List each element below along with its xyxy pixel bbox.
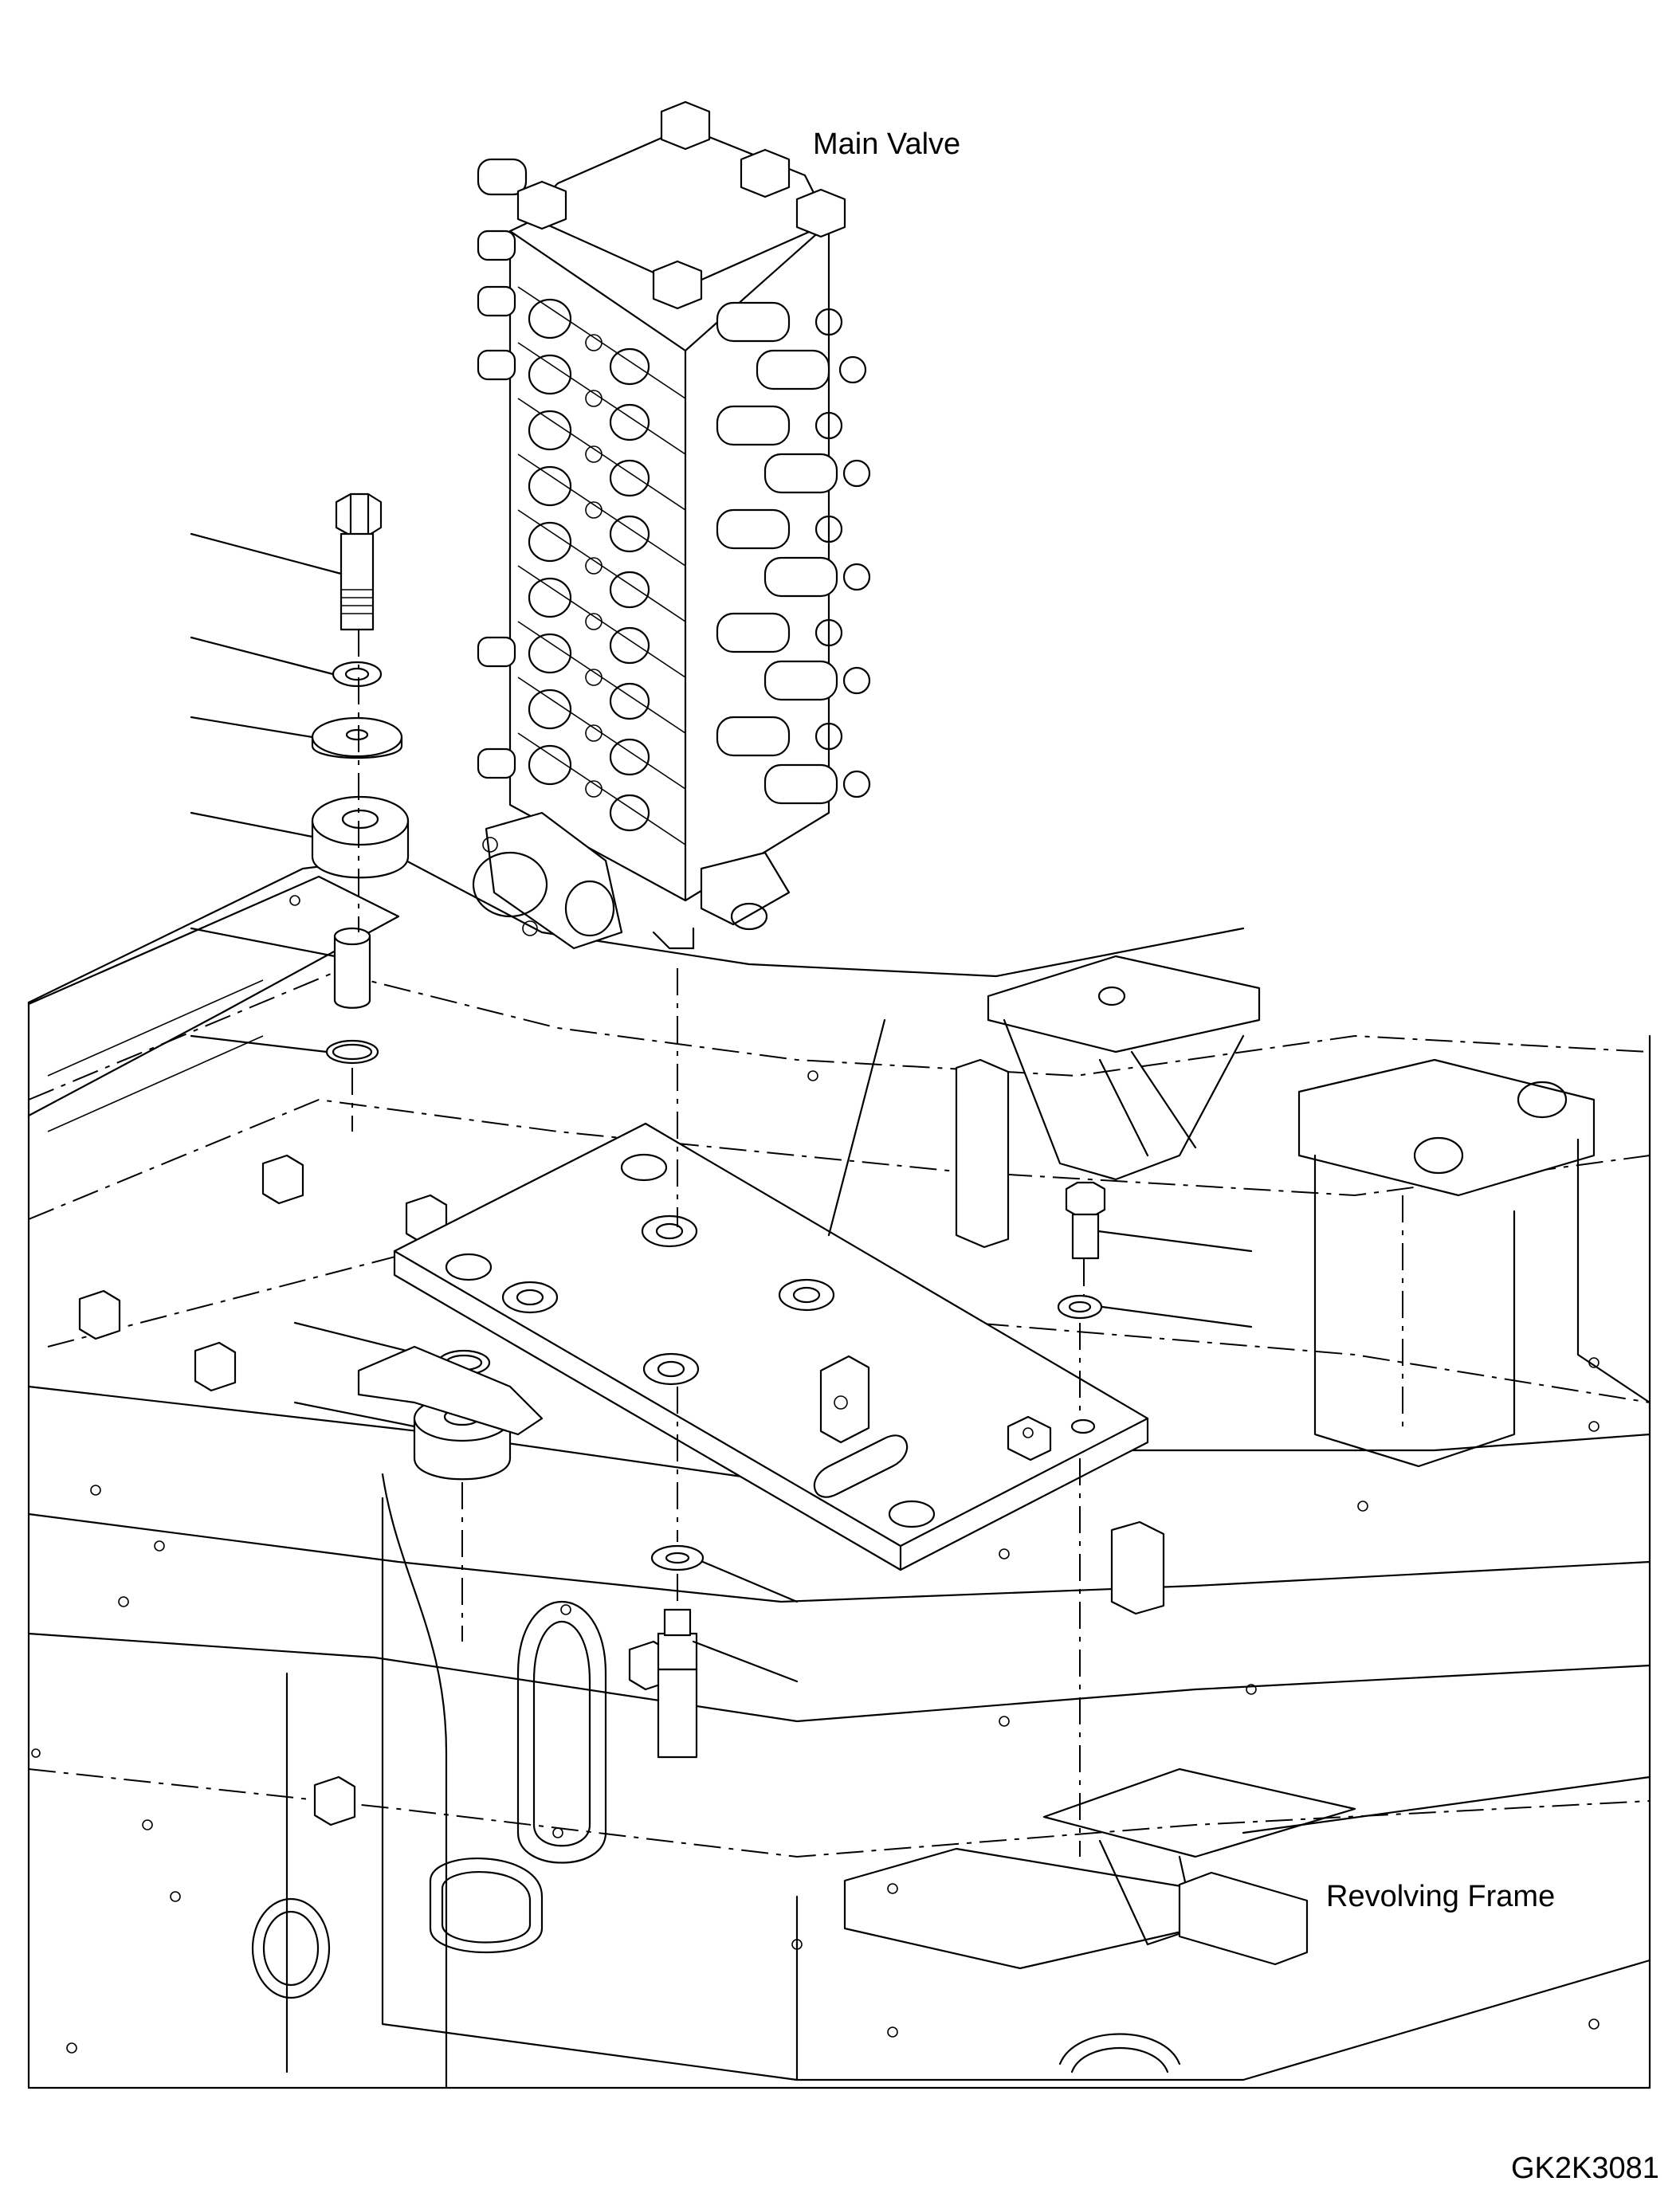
main-valve-label: Main Valve: [813, 128, 960, 161]
mount-hardware-right: [1057, 1181, 1253, 1857]
mount-hardware-left: [190, 492, 410, 1132]
revolving-frame-label: Revolving Frame: [1326, 1880, 1555, 1913]
revolving-frame: [27, 855, 1651, 2089]
figure-id-label: GK2K3081: [1511, 2152, 1659, 2185]
mount-hardware-lower: [293, 968, 799, 1759]
mounting-plate: [393, 1018, 1149, 1571]
main-valve: [472, 100, 871, 950]
